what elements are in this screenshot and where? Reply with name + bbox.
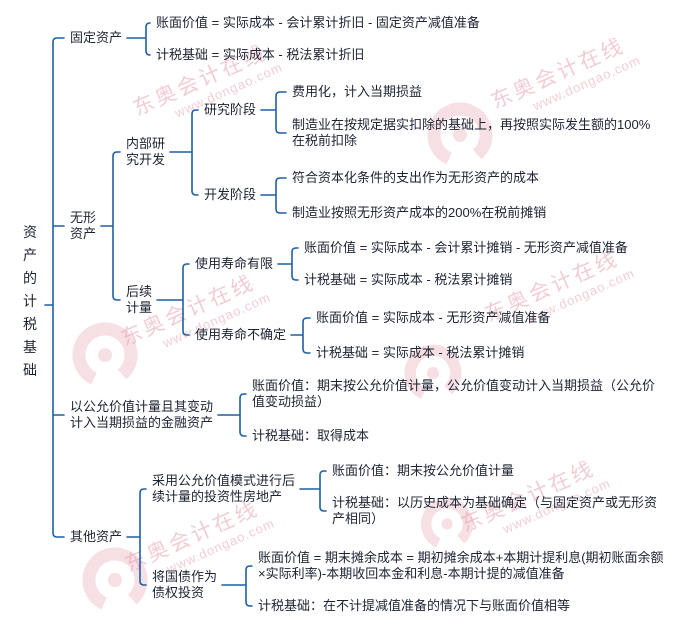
branch-intangible-assets: 无形 资产: [70, 210, 97, 241]
branch-subsequent-measurement: 后续 计量: [126, 284, 153, 315]
leaf-finite-life-tax-basis: 计税基础 = 实际成本 - 税法累计摊销: [304, 272, 513, 287]
leaf-development-amortize-200: 制造业按照无形资产成本的200%在税前摊销: [292, 205, 547, 220]
branch-research-phase: 研究阶段: [204, 102, 257, 117]
branch-development-phase: 开发阶段: [204, 187, 257, 202]
leaf-treasury-bond-book-value: 账面价值 = 期末摊余成本 = 期初摊余成本+本期计提利息(期初账面余额 ×实际…: [258, 550, 664, 581]
leaf-financial-book-value: 账面价值：期末按公允价值计量，公允价值变动计入当期损益（公允价 值变动损益）: [252, 378, 656, 409]
leaf-fixed-assets-book-value: 账面价值 = 实际成本 - 会计累计折旧 - 固定资产减值准备: [156, 15, 480, 30]
branch-other-assets: 其他资产: [70, 529, 123, 544]
branch-investment-property: 采用公允价值模式进行后 续计量的投资性房地产: [152, 473, 296, 504]
root-node-asset-tax-basis: 资产的计税基础: [22, 224, 38, 386]
leaf-fixed-assets-tax-basis: 计税基础 = 实际成本 - 税法累计折旧: [156, 47, 365, 62]
leaf-indefinite-life-tax-basis: 计税基础 = 实际成本 - 税法累计摊销: [316, 345, 525, 360]
leaf-research-expense: 费用化，计入当期损益: [292, 84, 423, 99]
dongao-logo-watermark-icon: [404, 344, 462, 402]
leaf-indefinite-life-book-value: 账面价值 = 实际成本 - 无形资产减值准备: [316, 310, 551, 325]
dongao-logo-watermark-icon: [421, 498, 473, 550]
dongao-logo-watermark-icon: [72, 322, 138, 388]
dongao-logo-watermark-icon: [427, 102, 493, 168]
branch-treasury-bond-investment: 将国债作为 债权投资: [152, 569, 218, 600]
branch-indefinite-useful-life: 使用寿命不确定: [195, 327, 287, 342]
branch-fvtpl-financial-assets: 以公允价值计量且其变动 计入当期损益的金融资产: [70, 399, 214, 430]
branch-fixed-assets: 固定资产: [70, 30, 123, 45]
branch-internal-rd: 内部研 究开发: [126, 136, 166, 167]
leaf-financial-tax-basis: 计税基础：取得成本: [252, 428, 370, 443]
leaf-research-extra-deduction: 制造业在按规定据实扣除的基础上，再按照实际发生额的100% 在税前扣除: [292, 117, 651, 148]
dongao-logo-watermark-icon: [82, 547, 148, 613]
leaf-investment-property-book-value: 账面价值：期末按公允价值计量: [332, 463, 515, 478]
leaf-investment-property-tax-basis: 计税基础：以历史成本为基础确定（与固定资产或无形资 产相同）: [332, 495, 658, 526]
branch-finite-useful-life: 使用寿命有限: [195, 256, 274, 271]
leaf-development-capitalized-cost: 符合资本化条件的支出作为无形资产的成本: [292, 170, 540, 185]
leaf-treasury-bond-tax-basis: 计税基础：在不计提减值准备的情况下与账面价值相等: [258, 598, 571, 613]
leaf-finite-life-book-value: 账面价值 = 实际成本 - 会计累计摊销 - 无形资产减值准备: [304, 240, 628, 255]
